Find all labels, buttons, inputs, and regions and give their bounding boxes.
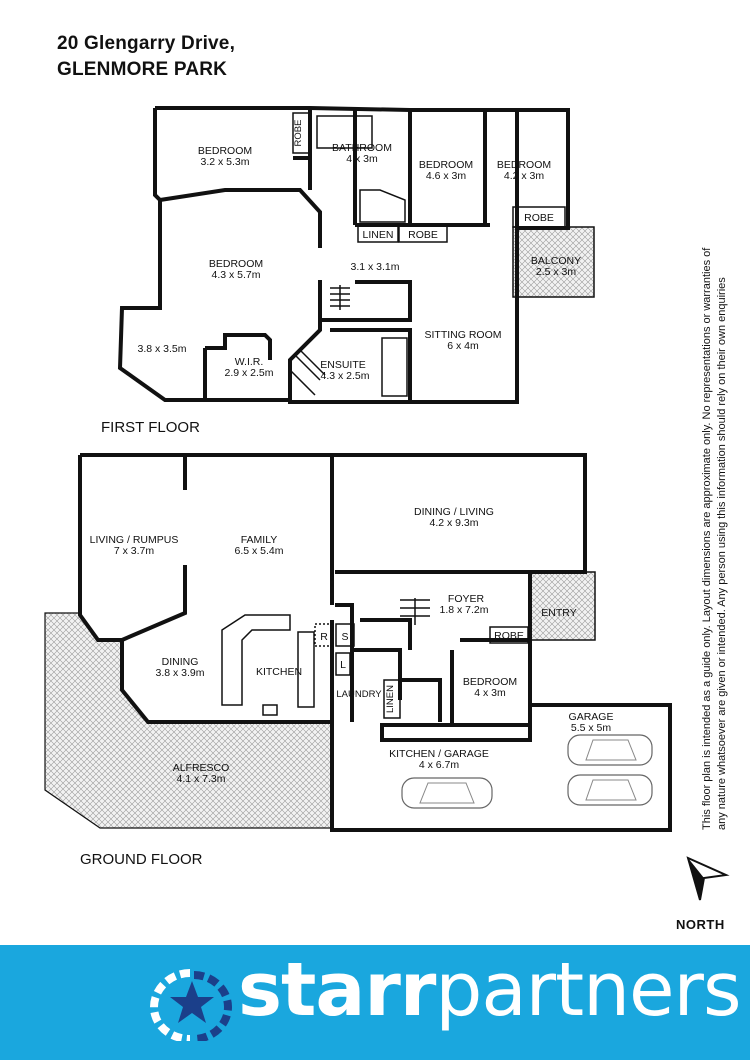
room-name: S	[341, 631, 348, 643]
brand-footer: starrpartners	[0, 945, 750, 1060]
entry-area	[529, 571, 596, 641]
room-name: ROBE	[494, 630, 524, 642]
balcony-area	[512, 226, 595, 298]
north-label: NORTH	[676, 917, 725, 932]
room-size: 2.5 x 3m	[536, 266, 577, 278]
room-name: LAUNDRY	[336, 689, 382, 700]
room-name: L	[340, 659, 346, 671]
room-size: 4.2 x 3m	[504, 170, 545, 182]
room-size: 3.2 x 5.3m	[200, 156, 249, 168]
bathtub-icon	[316, 115, 373, 149]
room-name: FAMILY	[241, 534, 278, 546]
room-size: 4.3 x 2.5m	[320, 370, 369, 382]
room-size: 6.5 x 5.4m	[234, 545, 283, 557]
room-name: BEDROOM	[463, 676, 517, 688]
ground-floor-plan: LIVING / RUMPUS 7 x 3.7m FAMILY 6.5 x 5.…	[44, 453, 672, 868]
room-name: ROBE	[408, 229, 438, 241]
room-name: ROBE	[293, 120, 304, 147]
bath-icon	[381, 337, 408, 397]
room-name: BATHROOM	[332, 142, 392, 154]
room-name: ALFRESCO	[173, 762, 230, 774]
room-name: BEDROOM	[497, 159, 551, 171]
kitchen-bench	[221, 614, 291, 706]
room-size: 4.3 x 5.7m	[211, 269, 260, 281]
room-name: R	[320, 631, 328, 643]
room-name: GARAGE	[569, 711, 614, 723]
room-name: BEDROOM	[198, 145, 252, 157]
room-name: BEDROOM	[209, 258, 263, 270]
room-name: ENSUITE	[320, 359, 366, 371]
room-size: 4 x 6.7m	[419, 759, 460, 771]
car-icon	[401, 777, 493, 809]
room-name: W.I.R.	[235, 356, 264, 368]
room-size: 4 x 3m	[474, 687, 506, 699]
room-name: SITTING ROOM	[425, 329, 502, 341]
property-address-line1: 20 Glengarry Drive,	[57, 33, 236, 54]
room-size: 4.6 x 3m	[426, 170, 467, 182]
room-name: KITCHEN	[256, 666, 302, 678]
room-name: LINEN	[385, 685, 396, 713]
disclaimer-text: This floor plan is intended as a guide o…	[701, 247, 728, 830]
property-address-line2: GLENMORE PARK	[57, 59, 228, 80]
room-name: LINEN	[363, 229, 394, 241]
star-globe-logo-icon	[150, 969, 232, 1041]
car-icon	[567, 734, 653, 766]
room-name: LIVING / RUMPUS	[90, 534, 179, 546]
room-name: KITCHEN / GARAGE	[389, 748, 489, 760]
ground-floor-label: GROUND FLOOR	[80, 851, 203, 868]
floor-plan: BEDROOM 3.2 x 5.3m ROBE BATHROOM 4 x 3m …	[44, 106, 730, 901]
room-name: FOYER	[448, 593, 485, 605]
first-floor-label: FIRST FLOOR	[101, 419, 200, 436]
room-name: DINING	[162, 656, 199, 668]
car-icon	[567, 774, 653, 806]
room-size: 4 x 3m	[346, 153, 378, 165]
room-size: 4.1 x 7.3m	[176, 773, 225, 785]
north-arrow-icon	[686, 856, 730, 901]
room-size: 7 x 3.7m	[114, 545, 155, 557]
room-name: ROBE	[524, 212, 554, 224]
room-size: 3.1 x 3.1m	[350, 261, 399, 273]
room-name: BEDROOM	[419, 159, 473, 171]
room-size: 3.8 x 3.9m	[155, 667, 204, 679]
room-size: 5.5 x 5m	[571, 722, 612, 734]
cooktop-icon	[262, 704, 278, 716]
brand-wordmark: starrpartners	[238, 947, 742, 1033]
room-size: 4.2 x 9.3m	[429, 517, 478, 529]
room-name: ENTRY	[541, 607, 576, 619]
room-size: 2.9 x 2.5m	[224, 367, 273, 379]
room-size: 1.8 x 7.2m	[439, 604, 488, 616]
room-size: 6 x 4m	[447, 340, 479, 352]
room-name: DINING / LIVING	[414, 506, 494, 518]
first-floor-plan: BEDROOM 3.2 x 5.3m ROBE BATHROOM 4 x 3m …	[101, 106, 595, 436]
brand-part2: partners	[435, 947, 741, 1033]
room-size: 3.8 x 3.5m	[137, 343, 186, 355]
room-name: BALCONY	[531, 255, 581, 267]
brand-part1: starr	[238, 947, 436, 1033]
